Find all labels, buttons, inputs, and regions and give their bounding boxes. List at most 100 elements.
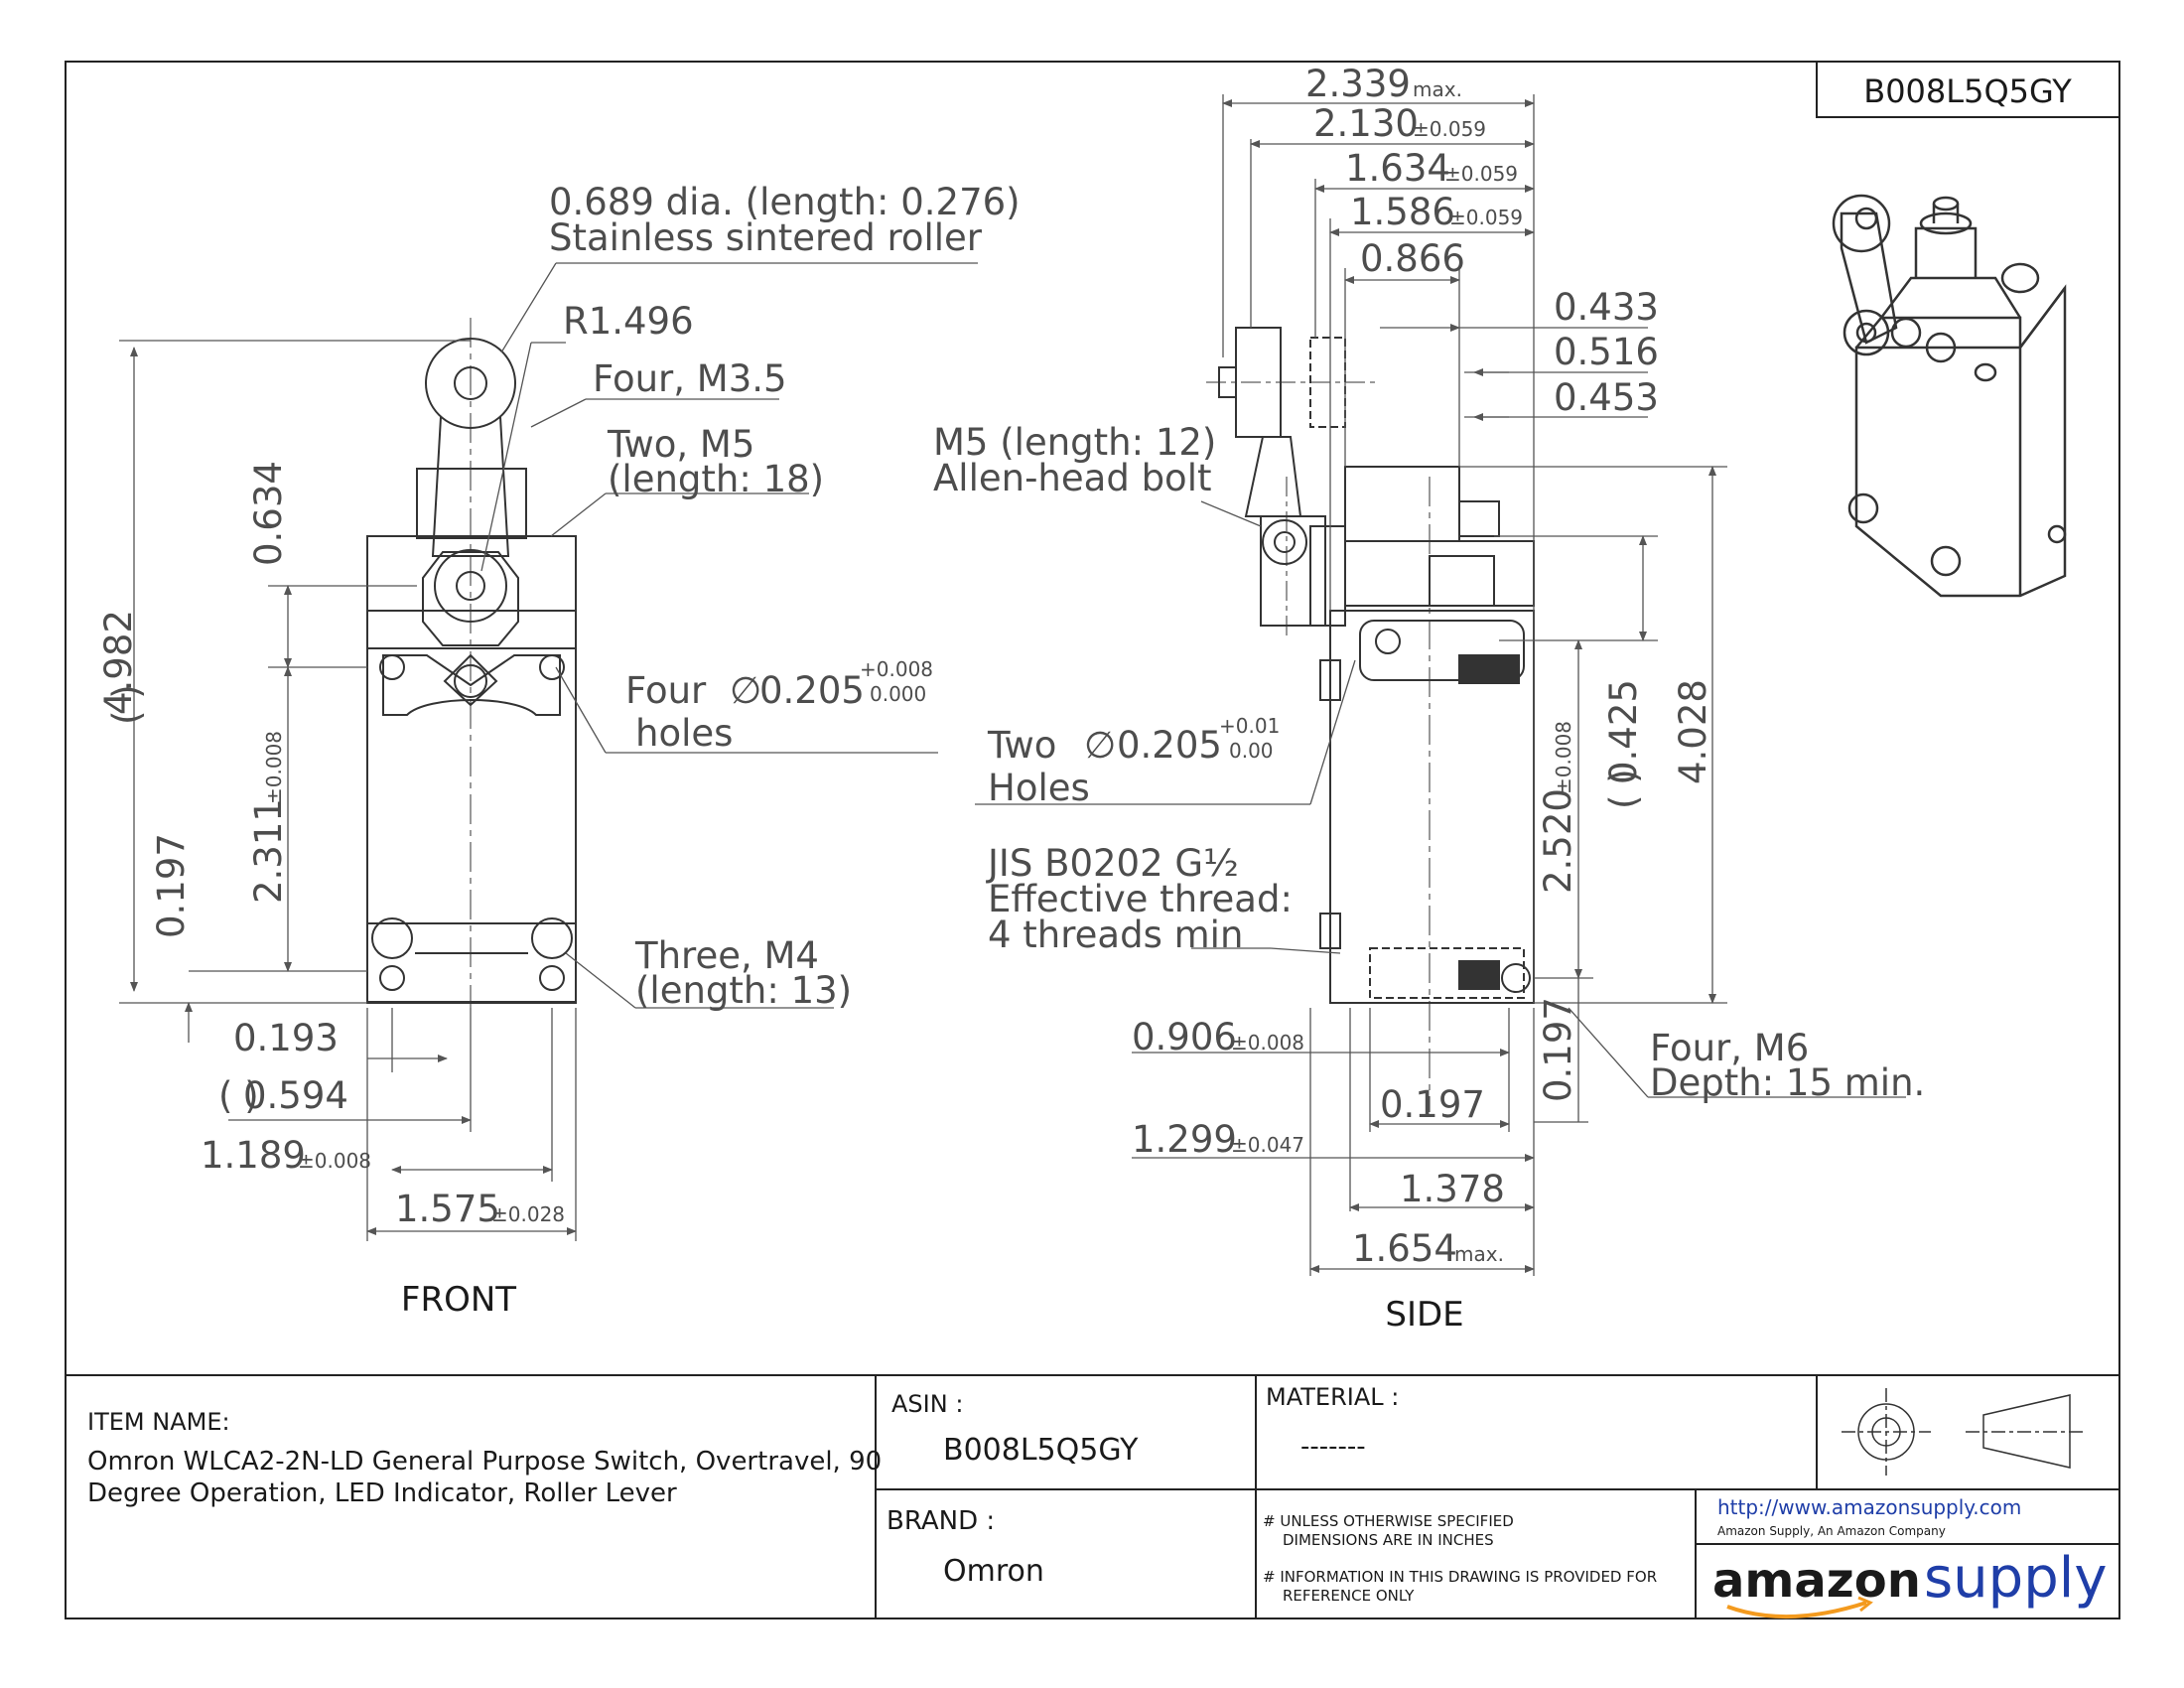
title-block-lines [66, 1374, 2119, 1618]
dim-0453: 0.453 [1554, 376, 1659, 419]
isometric-view [1832, 194, 2067, 598]
jis-2: Effective thread: [988, 878, 1293, 920]
r-label: R1.496 [563, 300, 694, 343]
title-block-text: ITEM NAME: Omron WLCA2-2N-LD General Pur… [87, 1383, 2021, 1605]
holes-tol-up: +0.008 [860, 657, 933, 681]
jis-1: JIS B0202 G½ [986, 842, 1239, 885]
logo-amazon: amazon [1712, 1553, 1921, 1609]
side-view-label: SIDE [1385, 1295, 1463, 1335]
asin-value: B008L5Q5GY [943, 1433, 1139, 1468]
front-dim-text: 0.689 dia. (length: 0.276) Stainless sin… [97, 181, 1021, 1320]
jis-3: 4 threads min [988, 914, 1243, 956]
note-2b: REFERENCE ONLY [1283, 1587, 1415, 1605]
holes-dia: 0.205 [759, 669, 865, 712]
dia-symbol: ∅ [730, 669, 761, 712]
dim-1299-tol: ±0.047 [1231, 1133, 1304, 1157]
material-value: ------- [1300, 1432, 1366, 1462]
sheet-border [65, 61, 2120, 1619]
dim-0516: 0.516 [1554, 331, 1659, 373]
dim-0594-paren: ( ) [218, 1074, 259, 1117]
dim-2520-tol: ±0.008 [1552, 721, 1575, 794]
m5-bolt-2: Allen-head bolt [933, 457, 1211, 499]
dim-1189: 1.189 [201, 1134, 306, 1177]
dim-2130-tol: ±0.059 [1413, 117, 1486, 141]
dim-1586-tol: ±0.059 [1449, 206, 1523, 229]
two-label-2: Holes [988, 767, 1090, 809]
m35-label: Four, M3.5 [593, 357, 787, 400]
logo-supply: supply [1924, 1546, 2107, 1611]
note-1a: # UNLESS OTHERWISE SPECIFIED [1263, 1512, 1514, 1530]
dim-1654-suffix: max. [1454, 1242, 1504, 1266]
two-dia: 0.205 [1117, 724, 1222, 767]
dim-2339-suffix: max. [1413, 77, 1462, 101]
dim-2339: 2.339 [1305, 63, 1411, 105]
m5-label-2: (length: 18) [608, 458, 824, 500]
front-dim-lines [119, 262, 978, 1241]
dim-0197c: 0.197 [1537, 997, 1579, 1102]
two-tol-dn: 0.00 [1229, 739, 1274, 763]
roller-note-2: Stainless sintered roller [549, 216, 983, 259]
logo-smile [1726, 1601, 1867, 1619]
dim-1586: 1.586 [1350, 191, 1455, 233]
two-label: Two [987, 724, 1056, 767]
holes-label-1: Four [625, 669, 707, 712]
dim-1575: 1.575 [395, 1188, 500, 1230]
dim-0866: 0.866 [1360, 237, 1465, 280]
amazon-supply-logo: amazon supply [1712, 1546, 2107, 1619]
dim-1634-tol: ±0.059 [1444, 162, 1518, 186]
dim-1634: 1.634 [1345, 147, 1450, 190]
dim-2130: 2.130 [1313, 102, 1419, 145]
dim-0906: 0.906 [1132, 1016, 1237, 1058]
note-2a: # INFORMATION IN THIS DRAWING IS PROVIDE… [1263, 1568, 1657, 1586]
m5-bolt-1: M5 (length: 12) [933, 421, 1216, 464]
dim-1378: 1.378 [1400, 1168, 1505, 1210]
dim-1575-tol: ±0.028 [491, 1202, 565, 1226]
m6-1: Four, M6 [1650, 1027, 1809, 1069]
note-1b: DIMENSIONS ARE IN INCHES [1283, 1531, 1494, 1549]
side-dim-lines [975, 94, 1906, 1276]
dim-0425: 0.425 [1602, 679, 1645, 784]
two-dia-symbol: ∅ [1084, 724, 1116, 767]
holes-label-2: holes [635, 712, 733, 755]
material-label: MATERIAL : [1266, 1383, 1399, 1411]
item-name-1: Omron WLCA2-2N-LD General Purpose Switch… [87, 1447, 882, 1477]
side-dim-text: 2.339 max. 2.130 ±0.059 1.634 ±0.059 1.5… [933, 63, 1925, 1335]
dim-1299: 1.299 [1132, 1118, 1237, 1161]
dim-1189-tol: ±0.008 [298, 1149, 371, 1173]
dim-0197: 0.197 [150, 833, 193, 938]
side-view [1206, 327, 1535, 1112]
item-name-label: ITEM NAME: [87, 1408, 230, 1436]
two-tol-up: +0.01 [1219, 714, 1280, 738]
dim-0193: 0.193 [233, 1017, 339, 1059]
m5-label-1: Two, M5 [607, 423, 754, 466]
dim-0906-tol: ±0.008 [1231, 1031, 1304, 1055]
dim-4028: 4.028 [1672, 679, 1714, 784]
dim-0197b: 0.197 [1380, 1083, 1485, 1126]
dim-0425-paren: ( ) [1602, 769, 1645, 809]
m4-label-2: (length: 13) [635, 969, 852, 1012]
m4-label-1: Three, M4 [634, 934, 819, 977]
supply-url[interactable]: http://www.amazonsupply.com [1717, 1495, 2021, 1519]
brand-label: BRAND : [887, 1506, 995, 1536]
part-code-box [1816, 61, 2120, 118]
item-name-2: Degree Operation, LED Indicator, Roller … [87, 1478, 677, 1508]
brand-value: Omron [943, 1554, 1044, 1589]
supply-company: Amazon Supply, An Amazon Company [1717, 1524, 1946, 1538]
roller-note-1: 0.689 dia. (length: 0.276) [549, 181, 1021, 223]
dim-2311-tol: ±0.008 [262, 731, 286, 804]
front-view [366, 318, 577, 1122]
dim-1654: 1.654 [1352, 1227, 1457, 1270]
m6-2: Depth: 15 min. [1650, 1061, 1925, 1104]
dim-4982-paren: ( ) [105, 684, 148, 725]
dim-2520: 2.520 [1537, 788, 1579, 894]
part-code-text: B008L5Q5GY [1863, 72, 2072, 110]
holes-tol-dn: 0.000 [870, 682, 926, 706]
dim-4982: 4.982 [97, 610, 140, 715]
dim-0634: 0.634 [247, 461, 290, 566]
dim-0433: 0.433 [1554, 286, 1659, 329]
dim-0594: 0.594 [243, 1074, 348, 1117]
front-view-label: FRONT [401, 1280, 516, 1320]
projection-symbol [1842, 1388, 2085, 1476]
dim-2311: 2.311 [247, 798, 290, 904]
